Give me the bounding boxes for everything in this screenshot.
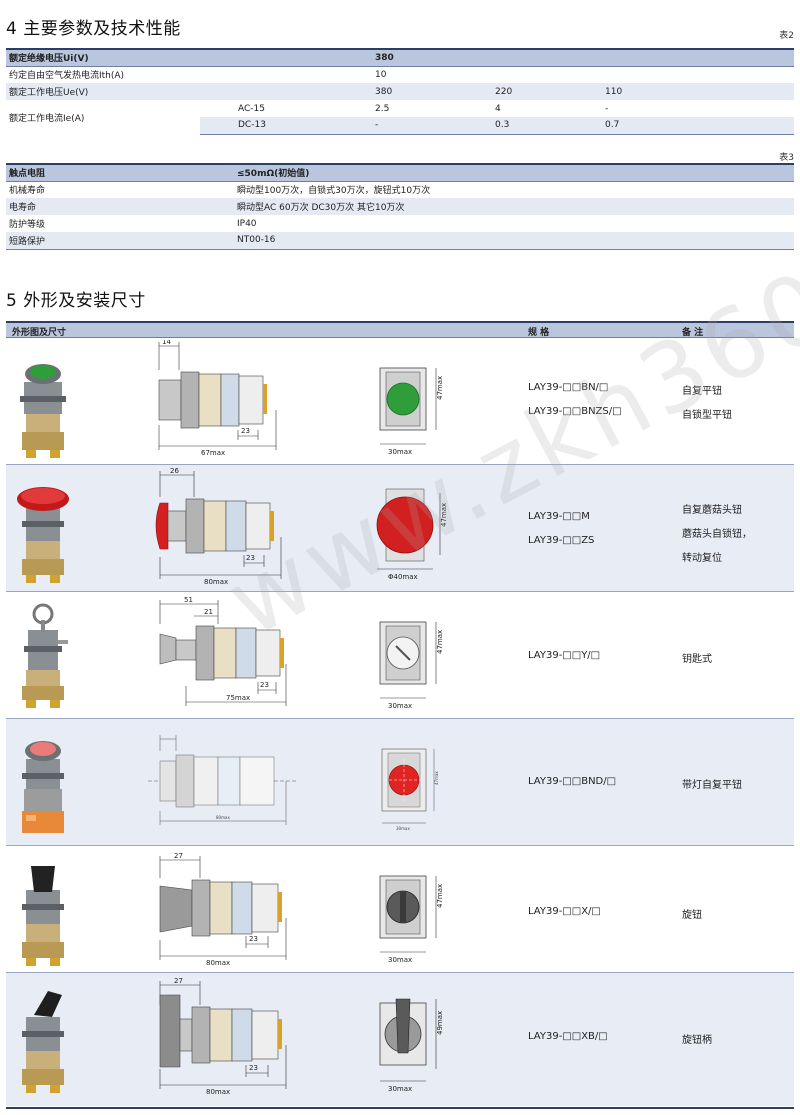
model-code: LAY39-□□X/□ [528, 906, 601, 917]
selector-knob-front-drawing: 47max 30max [379, 875, 444, 964]
key-switch-photo [22, 603, 68, 708]
svg-text:47max: 47max [436, 630, 444, 654]
model-note: 钥匙式 [682, 654, 712, 665]
selector-knob-photo [22, 866, 64, 966]
product-row-key-switch: 51 21 23 75max 47max 30max LAY39-□□Y/□ 钥… [6, 592, 794, 718]
flat-button-front-drawing: 47max 30max [379, 367, 444, 456]
svg-text:47max: 47max [434, 771, 439, 785]
model-note: 旋钮柄 [682, 1035, 712, 1046]
model-note: 带灯自复平钮 [682, 780, 742, 791]
key-switch-side-drawing: 51 21 23 75max [159, 596, 287, 706]
svg-text:23: 23 [249, 1064, 258, 1072]
model-code: LAY39-□□BNZS/□ [528, 406, 622, 417]
svg-text:30max: 30max [388, 702, 412, 710]
model-note: 自锁型平钮 [682, 410, 732, 421]
svg-text:Φ40max: Φ40max [388, 573, 418, 581]
svg-text:26: 26 [170, 467, 179, 475]
dimension-table-header: 外形图及尺寸 规 格 备 注 [6, 321, 794, 338]
svg-text:23: 23 [249, 935, 258, 943]
svg-text:30max: 30max [396, 826, 410, 831]
params-table-2: 额定绝缘电压Ui(V) 380 约定自由空气发热电流Ith(A) 10 额定工作… [6, 48, 794, 135]
illuminated-button-front-drawing: 47max 30max [381, 748, 439, 831]
section4-title: 4 主要参数及技术性能 [6, 19, 181, 39]
illuminated-button-side-drawing: 80max [148, 735, 296, 825]
svg-text:80max: 80max [216, 815, 230, 820]
svg-text:30max: 30max [388, 956, 412, 964]
model-note: 自复平钮 [682, 386, 722, 397]
svg-text:75max: 75max [226, 694, 250, 702]
svg-text:21: 21 [204, 608, 213, 616]
section5-title: 5 外形及安装尺寸 [6, 291, 146, 311]
model-note: 旋钮 [682, 910, 702, 921]
svg-text:23: 23 [241, 427, 250, 435]
row-divider [6, 845, 794, 846]
table2-tag: 表2 [779, 31, 794, 41]
mushroom-button-photo [17, 487, 69, 583]
illuminated-button-photo [22, 741, 64, 833]
svg-text:80max: 80max [206, 959, 230, 967]
svg-text:80max: 80max [206, 1088, 230, 1095]
model-note: 自复蘑菇头钮 [682, 505, 742, 516]
table-row: 额定工作电压Ue(V) 380 220 110 [6, 83, 794, 100]
svg-text:23: 23 [246, 554, 255, 562]
model-code: LAY39-□□BND/□ [528, 776, 617, 787]
svg-text:47max: 47max [440, 503, 448, 527]
row-divider [6, 591, 794, 592]
model-code: LAY39-□□ZS [528, 535, 595, 546]
flat-green-button-photo [20, 364, 66, 458]
selector-lever-photo [22, 991, 64, 1093]
table-row: 短路保护 NT00-16 [6, 232, 794, 250]
product-row-selector-lever: 27 23 80max 49max 30max LAY39-□□XB/□ 旋钮柄 [6, 973, 794, 1106]
table-row: 约定自由空气发热电流Ith(A) 10 [6, 66, 794, 83]
table-row: 机械寿命 瞬动型100万次，自锁式30万次，旋钮式10万次 [6, 181, 794, 198]
svg-text:47max: 47max [436, 376, 444, 400]
table-row: 额定绝缘电压Ui(V) 380 [6, 48, 794, 67]
product-row-selector-knob: 27 23 80max 47max 30max LAY39-□□X/□ 旋钮 [6, 846, 794, 972]
svg-text:14: 14 [162, 340, 171, 346]
product-row-flat-button: 14 23 67max 47max 30max LAY39-□□BN/□ LAY… [6, 338, 794, 464]
model-note: 转动复位 [682, 553, 722, 564]
svg-text:27: 27 [174, 852, 183, 860]
table-row: 防护等级 IP40 [6, 215, 794, 232]
svg-text:47max: 47max [436, 884, 444, 908]
table-row: 额定工作电流Ie(A) AC-15 2.5 4 - [6, 100, 794, 134]
table-row: 触点电阻 ≤50mΩ(初始值) [6, 163, 794, 182]
svg-text:49max: 49max [436, 1011, 444, 1035]
selector-knob-side-drawing: 27 23 80max [159, 852, 287, 967]
selector-lever-front-drawing: 49max 30max [379, 998, 444, 1093]
model-code: LAY39-□□BN/□ [528, 382, 609, 393]
table-row: 电寿命 瞬动型AC 60万次 DC30万次 其它10万次 [6, 198, 794, 215]
model-code: LAY39-□□Y/□ [528, 650, 601, 661]
product-row-illuminated-button: 80max 47max 30max LAY39-□□BND/□ 带灯自复平钮 [6, 719, 794, 845]
svg-text:67max: 67max [201, 449, 225, 457]
key-switch-front-drawing: 47max 30max [379, 621, 444, 710]
bottom-rule [6, 1107, 794, 1109]
table-row: DC-13 - 0.3 0.7 [6, 117, 794, 135]
svg-text:30max: 30max [388, 1085, 412, 1093]
svg-text:23: 23 [260, 681, 269, 689]
model-code: LAY39-□□XB/□ [528, 1031, 608, 1042]
svg-text:27: 27 [174, 977, 183, 985]
product-row-mushroom-button: 26 23 80max 47max Φ40max LAY39-□□M LAY39… [6, 465, 794, 591]
mushroom-button-front-drawing: 47max Φ40max [376, 488, 448, 581]
selector-lever-side-drawing: 27 23 80max [159, 977, 287, 1095]
row-divider [6, 464, 794, 465]
svg-text:51: 51 [184, 596, 193, 604]
row-divider [6, 972, 794, 973]
model-code: LAY39-□□M [528, 511, 590, 522]
mushroom-button-side-drawing: 26 23 80max [155, 467, 282, 586]
model-note: 蘑菇头自锁钮， [682, 529, 752, 540]
params-table-3: 触点电阻 ≤50mΩ(初始值) 机械寿命 瞬动型100万次，自锁式30万次，旋钮… [6, 163, 794, 250]
row-divider [6, 718, 794, 719]
svg-text:30max: 30max [388, 448, 412, 456]
table3-tag: 表3 [779, 153, 794, 163]
svg-text:80max: 80max [204, 578, 228, 586]
flat-button-side-drawing: 14 23 67max [158, 340, 277, 457]
